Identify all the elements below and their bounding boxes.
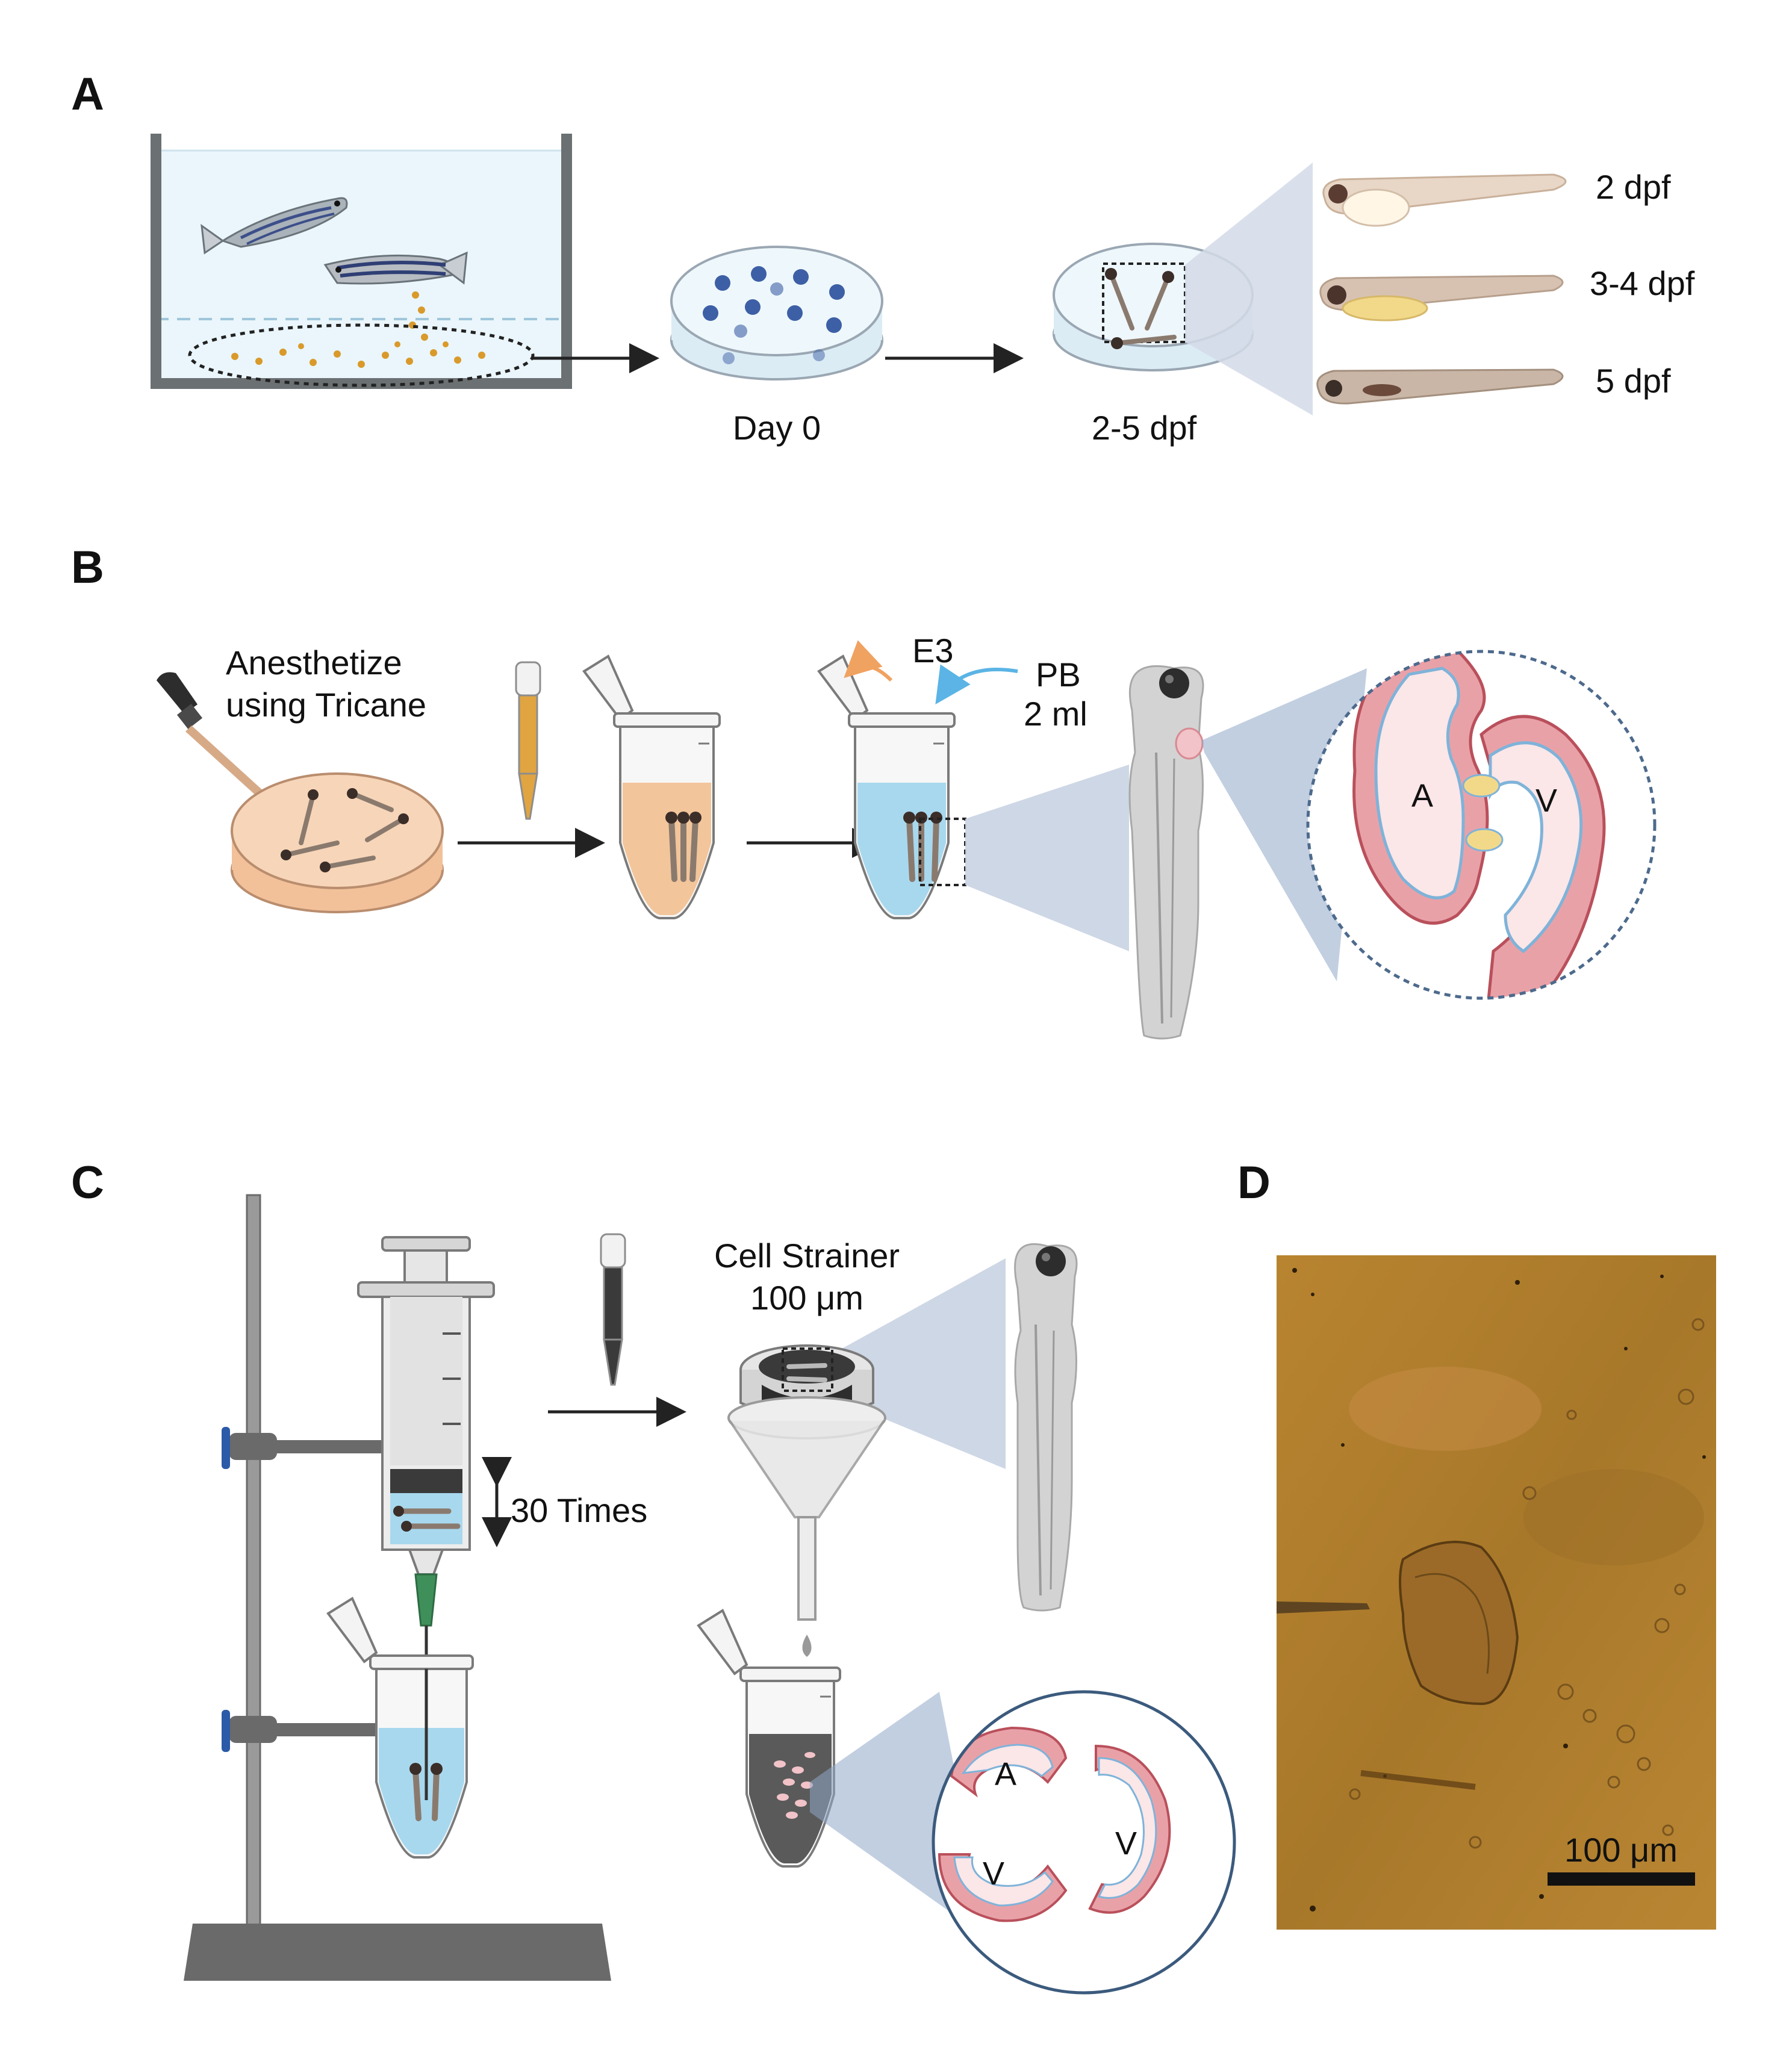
zoom-cone-a [1185, 163, 1313, 415]
tube-syringe [326, 1597, 474, 1859]
label-ventricle-b: V [1535, 783, 1557, 819]
label-anesthetize-line1: Anesthetize [226, 644, 402, 682]
label-day0: Day 0 [733, 409, 821, 447]
label-stage-3-4dpf: 3-4 dpf [1590, 264, 1695, 302]
tube-dark [697, 1609, 841, 1868]
heart-zoom-circle [1306, 650, 1657, 1000]
fish-tank [151, 134, 572, 389]
needle-hub [414, 1573, 438, 1627]
micropipette-tip [1277, 1601, 1370, 1614]
larva-2dpf [1322, 173, 1567, 227]
larva-5dpf [1316, 368, 1564, 405]
funnel-icon [727, 1396, 886, 1657]
zoom-cone-b2 [1201, 668, 1367, 981]
pipette-icon-b [515, 661, 541, 820]
panel-letter-c: C [71, 1157, 104, 1208]
label-cell-strainer-line2: 100 μm [750, 1279, 863, 1317]
egg-collection-area [188, 323, 535, 387]
clamp-knob-upper[interactable] [222, 1427, 230, 1469]
larva-large-b [1128, 665, 1204, 1040]
zoom-cone-b1 [965, 765, 1129, 951]
micrograph [1277, 1255, 1716, 1930]
label-ventricle-c1: V [983, 1856, 1004, 1892]
label-cell-strainer-line1: Cell Strainer [714, 1237, 900, 1275]
label-30-times: 30 Times [511, 1491, 647, 1529]
label-scale-bar: 100 μm [1564, 1831, 1678, 1869]
scale-bar [1548, 1872, 1695, 1886]
dissected-heart-circle [932, 1690, 1236, 1995]
larva-3-4dpf [1319, 275, 1564, 321]
panel-letter-b: B [71, 542, 104, 593]
arrow-pb-in [935, 664, 1018, 704]
syringe-icon [357, 1236, 495, 1800]
larva-large-c [1014, 1243, 1078, 1612]
zoom-cone-c1 [831, 1258, 1006, 1469]
label-atrium-b: A [1411, 778, 1433, 814]
panel-letter-a: A [71, 69, 104, 120]
zebrafish-icon-1 [201, 197, 348, 255]
label-pb-line1: PB [1036, 656, 1081, 694]
drop-icon [802, 1635, 812, 1657]
zebrafish-icon-2 [323, 251, 468, 285]
tube-orange [582, 654, 721, 919]
label-pb-line2: 2 ml [1024, 695, 1087, 733]
label-stage-5dpf: 5 dpf [1596, 362, 1671, 400]
pipette-icon-c [600, 1233, 626, 1386]
panel-letter-d: D [1237, 1157, 1271, 1208]
label-stage-2dpf: 2 dpf [1596, 168, 1671, 206]
clamp-knob-lower[interactable] [222, 1710, 230, 1752]
selection-box-c [782, 1347, 833, 1392]
label-e3: E3 [912, 632, 954, 669]
petri-dish-day0 [670, 246, 883, 381]
tube-blue [817, 654, 966, 919]
label-anesthetize-line2: using Tricane [226, 686, 426, 724]
larva-heart-b [1175, 727, 1204, 760]
label-range: 2-5 dpf [1092, 409, 1197, 447]
petri-dish-anesthesia [231, 772, 444, 913]
arrow-e3-out [844, 640, 893, 682]
label-atrium-c: A [995, 1756, 1016, 1792]
ring-stand [184, 1194, 611, 1981]
label-ventricle-c2: V [1115, 1825, 1137, 1862]
